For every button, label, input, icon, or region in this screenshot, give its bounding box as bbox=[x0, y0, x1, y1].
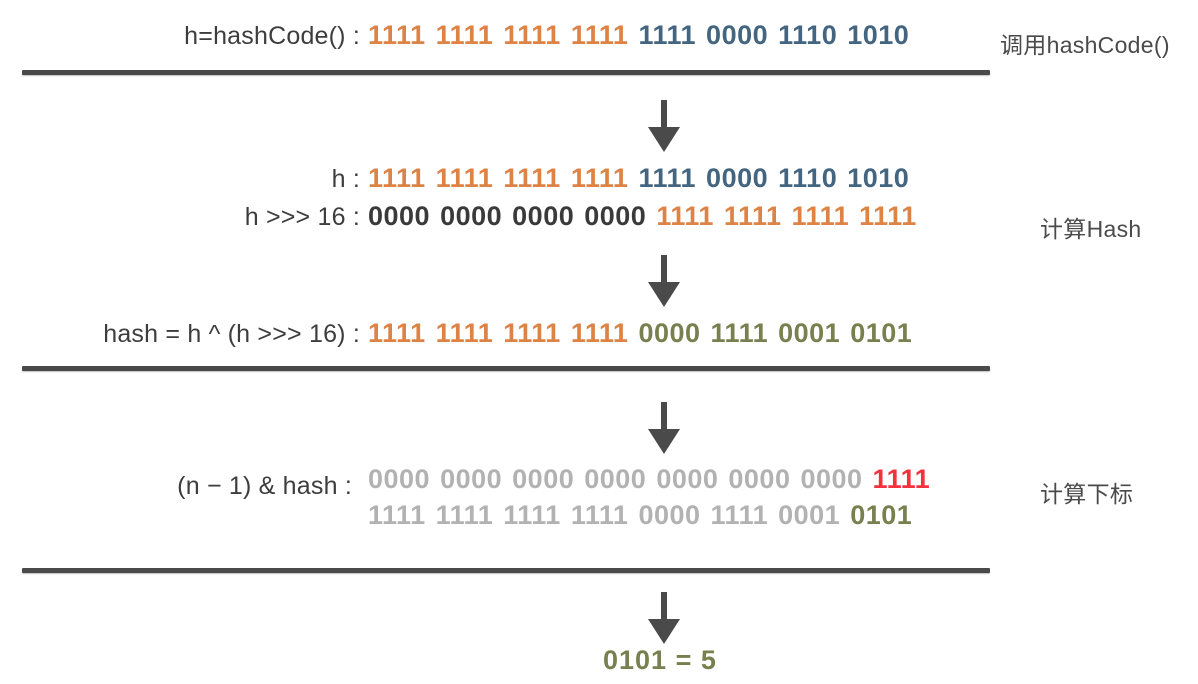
bit-group: 1111 bbox=[638, 163, 697, 193]
row-shift-label: h >>> 16 : bbox=[244, 203, 360, 231]
bit-group: 0000 bbox=[638, 499, 701, 530]
row-index-label: (n − 1) & hash : bbox=[177, 472, 352, 500]
bit-group: 1111 bbox=[872, 464, 931, 494]
bit-group: 1111 bbox=[791, 201, 850, 231]
divider-2 bbox=[22, 366, 990, 371]
bit-group: 0000 bbox=[728, 464, 791, 494]
bit-group: 0000 bbox=[706, 163, 769, 193]
bit-group: 1111 bbox=[503, 318, 561, 348]
bit-group: 1111 bbox=[368, 499, 426, 530]
bit-group: 1111 bbox=[570, 499, 629, 530]
bit-group: 1111 bbox=[368, 20, 426, 50]
row-index-bits-hash: 1111 1111 1111 1111 0000 1111 0001 0101 bbox=[368, 498, 930, 534]
bit-group: 1111 bbox=[435, 20, 494, 50]
bit-group: 0000 bbox=[656, 464, 719, 494]
row-index-bits-mask: 0000 0000 0000 0000 0000 0000 0000 1111 bbox=[368, 462, 930, 498]
bit-group: 0000 bbox=[706, 20, 769, 50]
row-hash: hash = h ^ (h >>> 16) : bbox=[0, 320, 360, 349]
bit-group: 0000 bbox=[584, 464, 647, 494]
divider-3 bbox=[22, 568, 990, 573]
row-hash-bits: 1111 1111 1111 1111 0000 1111 0001 0101 bbox=[368, 318, 912, 349]
arrow-down-3 bbox=[644, 402, 684, 456]
bit-group: 0000 bbox=[512, 464, 575, 494]
row-shift-bits: 0000 0000 0000 0000 1111 1111 1111 1111 bbox=[368, 201, 917, 232]
row-hash-label: hash = h ^ (h >>> 16) : bbox=[103, 320, 360, 348]
bit-group: 1111 bbox=[368, 163, 426, 193]
row-h-label: h : bbox=[331, 165, 360, 193]
divider-1 bbox=[22, 70, 990, 75]
bit-group: 0000 bbox=[800, 464, 863, 494]
row-hashcode: h=hashCode() : bbox=[0, 22, 360, 51]
row-hashcode-bits: 1111 1111 1111 1111 1111 0000 1110 1010 bbox=[368, 20, 909, 51]
bit-group: 1111 bbox=[710, 318, 769, 348]
bit-group: 0000 bbox=[440, 464, 503, 494]
side-note-index: 计算下标 bbox=[1040, 481, 1134, 507]
bit-group: 0101 bbox=[850, 318, 913, 348]
bit-group: 0000 bbox=[584, 201, 647, 231]
bit-group: 0000 bbox=[368, 201, 431, 231]
bit-group: 1111 bbox=[503, 499, 561, 530]
arrow-down-4 bbox=[644, 592, 684, 646]
bit-group: 0000 bbox=[440, 201, 503, 231]
bit-group: 1111 bbox=[435, 318, 494, 348]
bit-group: 1111 bbox=[503, 20, 561, 50]
bit-group: 1111 bbox=[368, 318, 426, 348]
bit-group: 1111 bbox=[435, 163, 494, 193]
bit-group: 1111 bbox=[859, 201, 917, 231]
bit-group: 1110 bbox=[778, 20, 838, 50]
bit-group: 0000 bbox=[368, 464, 431, 494]
bit-group: 1111 bbox=[570, 20, 629, 50]
row-h-bits: 1111 1111 1111 1111 1111 0000 1110 1010 bbox=[368, 163, 909, 194]
bit-group: 0001 bbox=[778, 499, 841, 530]
bit-group: 0001 bbox=[778, 318, 841, 348]
side-note-hash: 计算Hash bbox=[1040, 216, 1142, 242]
bit-group: 1111 bbox=[710, 499, 769, 530]
row-hashcode-label: h=hashCode() : bbox=[184, 22, 360, 50]
row-h: h : bbox=[0, 165, 360, 194]
bit-group: 1111 bbox=[656, 201, 714, 231]
bit-group: 1111 bbox=[638, 20, 697, 50]
bit-group: 1111 bbox=[570, 163, 629, 193]
bit-group: 1111 bbox=[723, 201, 782, 231]
bit-group: 0101 bbox=[850, 499, 913, 530]
bit-group: 0000 bbox=[512, 201, 575, 231]
bit-group: 1010 bbox=[847, 163, 910, 193]
bit-group: 1111 bbox=[503, 163, 561, 193]
side-note-hashcode: 调用hashCode() bbox=[1000, 32, 1170, 58]
row-shift: h >>> 16 : bbox=[0, 203, 360, 232]
bit-group: 1010 bbox=[847, 20, 910, 50]
arrow-down-1 bbox=[644, 100, 684, 154]
row-index: (n − 1) & hash : bbox=[0, 472, 352, 501]
arrow-down-2 bbox=[644, 255, 684, 309]
bit-group: 1111 bbox=[570, 318, 629, 348]
bit-group: 1111 bbox=[435, 499, 494, 530]
result-value: 0101 = 5 bbox=[603, 645, 717, 675]
bit-group: 1110 bbox=[778, 163, 838, 193]
bit-group: 0000 bbox=[638, 318, 701, 348]
